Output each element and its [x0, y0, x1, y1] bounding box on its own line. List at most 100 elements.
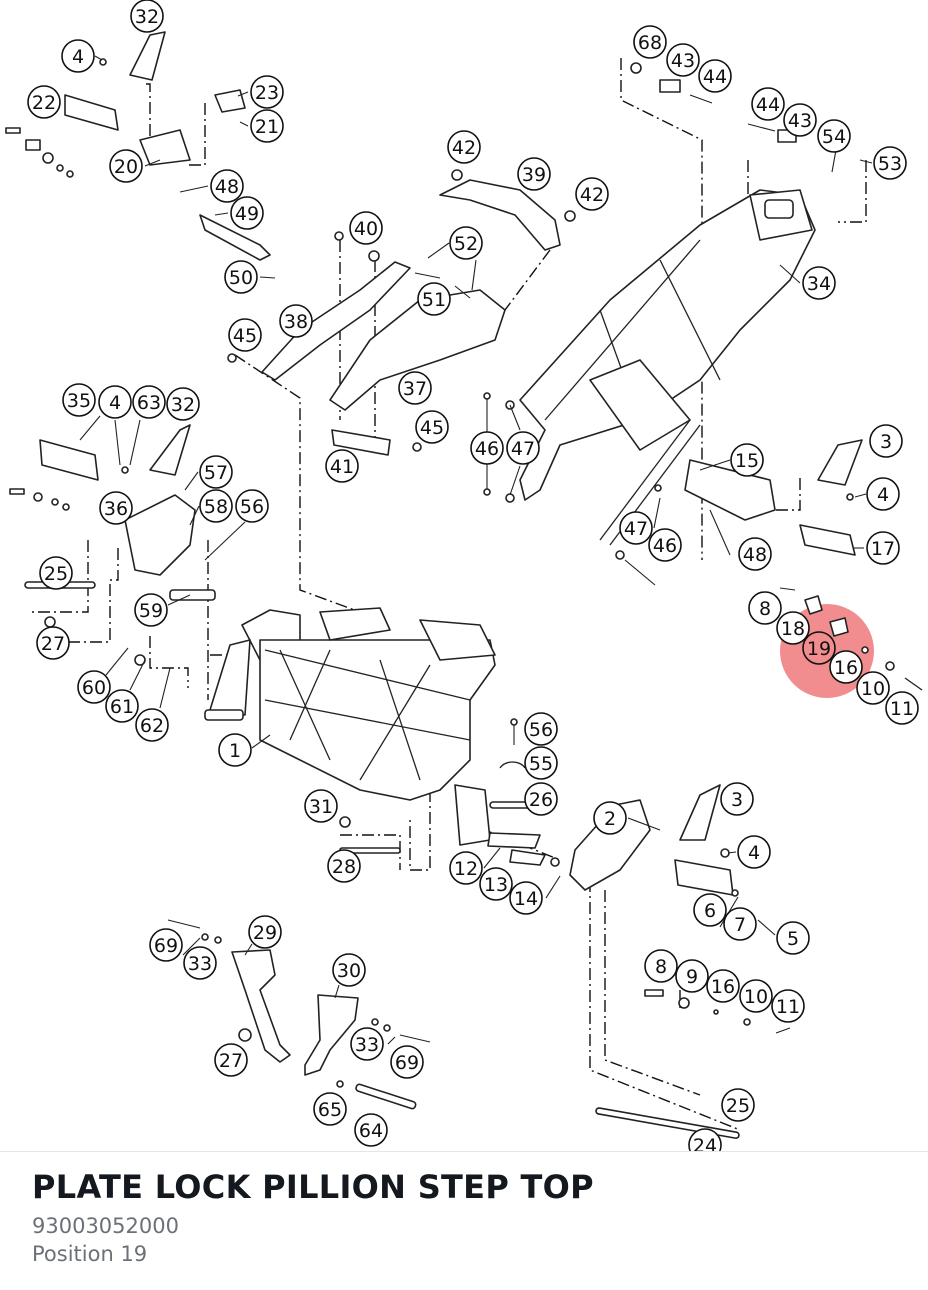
callout-circle [675, 959, 709, 993]
callout-circle [449, 226, 483, 260]
callout-18[interactable]: 18 [776, 611, 810, 645]
callout-62[interactable]: 62 [135, 708, 169, 742]
callout-37[interactable]: 37 [398, 371, 432, 405]
callout-5[interactable]: 5 [776, 921, 810, 955]
callout-39[interactable]: 39 [517, 157, 551, 191]
callout-27[interactable]: 27 [214, 1043, 248, 1077]
callout-19[interactable]: 19 [802, 631, 836, 665]
callout-circle [771, 989, 805, 1023]
callout-65[interactable]: 65 [313, 1092, 347, 1126]
callout-label: 37 [403, 378, 427, 400]
callout-circle [633, 25, 667, 59]
callout-circle [506, 431, 540, 465]
callout-3[interactable]: 3 [869, 424, 903, 458]
callout-11[interactable]: 11 [885, 691, 919, 725]
callout-46[interactable]: 46 [470, 431, 504, 465]
callout-44[interactable]: 44 [698, 59, 732, 93]
callout-circle [99, 491, 133, 525]
callout-29[interactable]: 29 [248, 915, 282, 949]
callout-55[interactable]: 55 [524, 746, 558, 780]
callout-40[interactable]: 40 [349, 211, 383, 245]
callout-10[interactable]: 10 [856, 671, 890, 705]
callout-47[interactable]: 47 [619, 511, 653, 545]
callout-58[interactable]: 58 [199, 489, 233, 523]
callout-46[interactable]: 46 [648, 528, 682, 562]
callout-63[interactable]: 63 [132, 385, 166, 419]
callout-36[interactable]: 36 [99, 491, 133, 525]
callout-14[interactable]: 14 [509, 881, 543, 915]
callout-44[interactable]: 44 [751, 87, 785, 121]
callout-64[interactable]: 64 [354, 1113, 388, 1147]
callout-1[interactable]: 1 [218, 733, 252, 767]
callout-32[interactable]: 32 [166, 387, 200, 421]
callout-42[interactable]: 42 [575, 177, 609, 211]
callout-8[interactable]: 8 [644, 949, 678, 983]
callout-52[interactable]: 52 [449, 226, 483, 260]
callout-15[interactable]: 15 [730, 443, 764, 477]
callout-50[interactable]: 50 [224, 260, 258, 294]
callout-56[interactable]: 56 [524, 712, 558, 746]
callout-34[interactable]: 34 [802, 266, 836, 300]
callout-31[interactable]: 31 [304, 789, 338, 823]
callout-35[interactable]: 35 [62, 383, 96, 417]
callout-16[interactable]: 16 [829, 650, 863, 684]
callout-59[interactable]: 59 [134, 593, 168, 627]
callout-24[interactable]: 24 [688, 1128, 722, 1152]
callout-49[interactable]: 49 [230, 196, 264, 230]
callout-4[interactable]: 4 [98, 385, 132, 419]
rear-subframe [519, 189, 816, 546]
callout-17[interactable]: 17 [866, 531, 900, 565]
callout-48[interactable]: 48 [210, 169, 244, 203]
callout-33[interactable]: 33 [350, 1027, 384, 1061]
callout-9[interactable]: 9 [675, 959, 709, 993]
callout-4[interactable]: 4 [866, 477, 900, 511]
callout-32[interactable]: 32 [130, 0, 164, 33]
callout-label: 54 [822, 126, 846, 148]
callout-circle [199, 489, 233, 523]
callout-47[interactable]: 47 [506, 431, 540, 465]
right-footpeg-assemblies [569, 439, 863, 896]
callout-45[interactable]: 45 [228, 318, 262, 352]
callout-2[interactable]: 2 [593, 801, 627, 835]
callout-33[interactable]: 33 [183, 946, 217, 980]
callout-54[interactable]: 54 [817, 119, 851, 153]
callout-51[interactable]: 51 [417, 282, 451, 316]
callout-25[interactable]: 25 [39, 556, 73, 590]
callout-43[interactable]: 43 [666, 43, 700, 77]
callout-60[interactable]: 60 [77, 670, 111, 704]
callout-label: 45 [420, 417, 444, 439]
callout-7[interactable]: 7 [723, 907, 757, 941]
callout-69[interactable]: 69 [149, 928, 183, 962]
callout-56[interactable]: 56 [235, 489, 269, 523]
callout-6[interactable]: 6 [693, 893, 727, 927]
callout-27[interactable]: 27 [36, 626, 70, 660]
callout-11[interactable]: 11 [771, 989, 805, 1023]
callout-21[interactable]: 21 [250, 109, 284, 143]
callout-57[interactable]: 57 [199, 455, 233, 489]
callout-38[interactable]: 38 [279, 304, 313, 338]
callout-48[interactable]: 48 [738, 537, 772, 571]
callout-4[interactable]: 4 [61, 39, 95, 73]
callout-23[interactable]: 23 [250, 75, 284, 109]
callout-22[interactable]: 22 [27, 85, 61, 119]
callout-26[interactable]: 26 [524, 782, 558, 816]
callout-12[interactable]: 12 [449, 851, 483, 885]
callout-53[interactable]: 53 [873, 146, 907, 180]
callout-41[interactable]: 41 [325, 449, 359, 483]
callout-45[interactable]: 45 [415, 410, 449, 444]
callout-4[interactable]: 4 [737, 835, 771, 869]
callout-3[interactable]: 3 [720, 782, 754, 816]
callout-43[interactable]: 43 [783, 103, 817, 137]
callout-69[interactable]: 69 [390, 1045, 424, 1079]
callout-68[interactable]: 68 [633, 25, 667, 59]
callout-8[interactable]: 8 [748, 591, 782, 625]
callout-10[interactable]: 10 [739, 979, 773, 1013]
callout-42[interactable]: 42 [447, 130, 481, 164]
callout-13[interactable]: 13 [479, 867, 513, 901]
callout-25[interactable]: 25 [721, 1088, 755, 1122]
callout-16[interactable]: 16 [706, 969, 740, 1003]
callout-30[interactable]: 30 [332, 953, 366, 987]
callout-61[interactable]: 61 [105, 689, 139, 723]
callout-20[interactable]: 20 [109, 149, 143, 183]
callout-28[interactable]: 28 [327, 849, 361, 883]
